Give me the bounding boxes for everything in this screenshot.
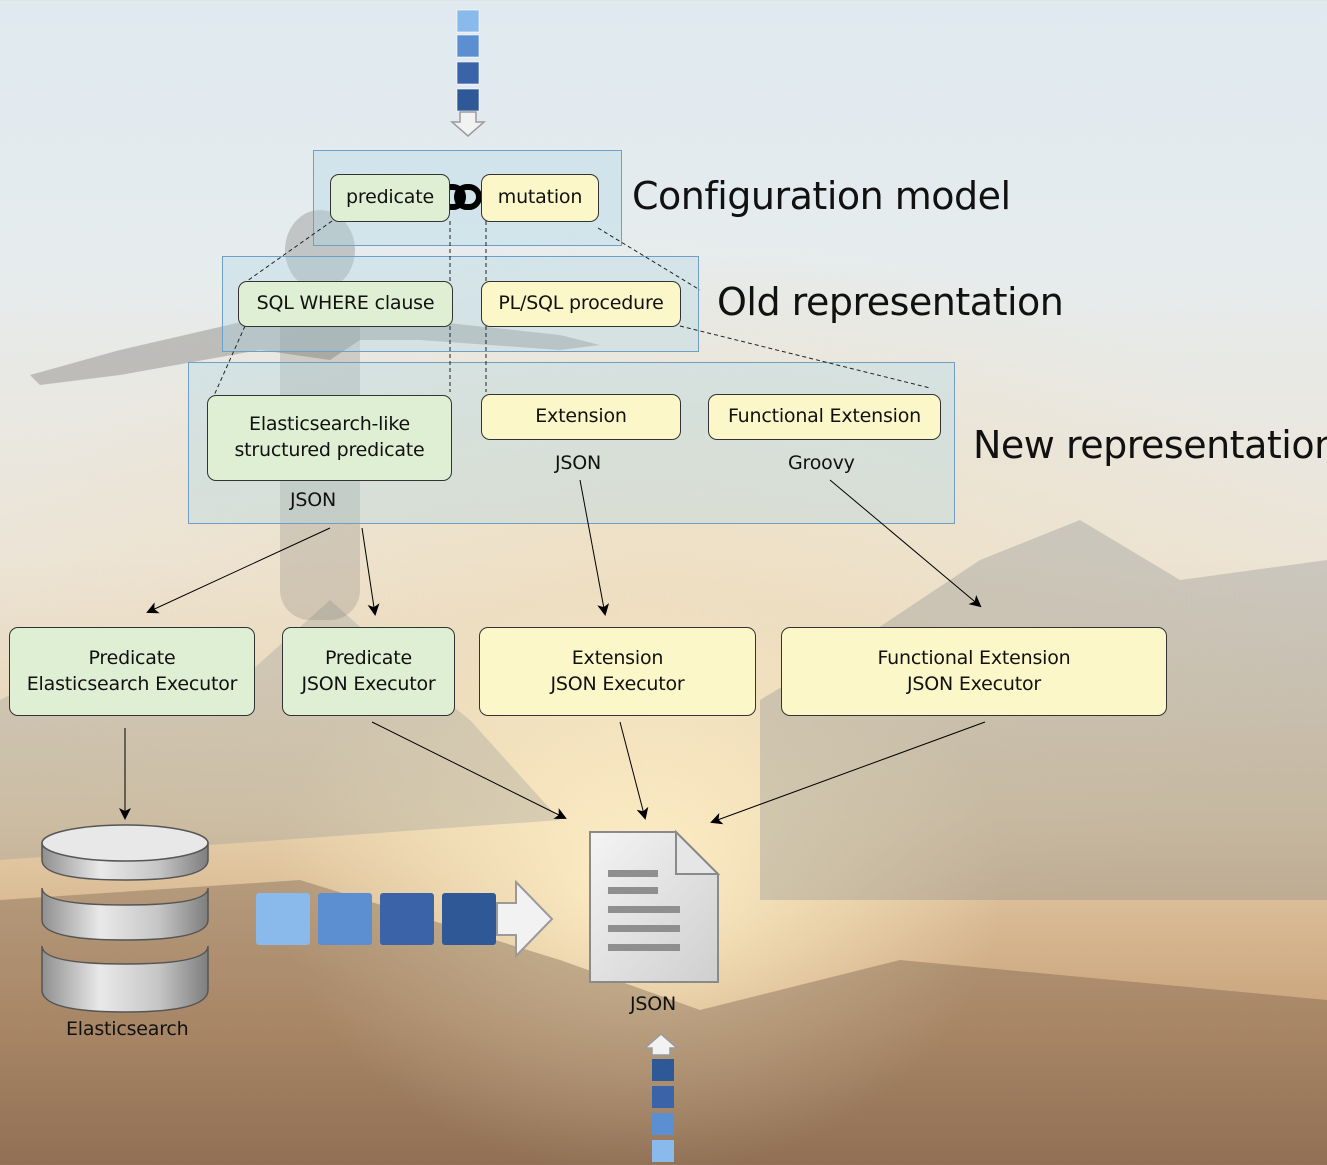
es-like-predicate-node[interactable]: Elasticsearch-like structured predicate xyxy=(207,395,452,481)
predicate-es-executor-node[interactable]: Predicate Elasticsearch Executor xyxy=(9,627,255,716)
functional-json-executor-line2: JSON Executor xyxy=(907,672,1041,695)
extension-format-label: JSON xyxy=(555,452,602,474)
mutation-label: mutation xyxy=(497,186,583,209)
predicate-json-executor-line2: JSON Executor xyxy=(301,672,436,695)
sql-where-node[interactable]: SQL WHERE clause xyxy=(238,281,453,327)
sql-where-label: SQL WHERE clause xyxy=(256,292,435,315)
dash-predicate-to-sql xyxy=(239,220,333,287)
horizontal-data-stream-icon xyxy=(256,879,554,959)
functional-json-executor-line1: Functional Extension xyxy=(877,646,1071,669)
json-document-icon xyxy=(589,829,721,983)
functional-json-executor-node[interactable]: Functional Extension JSON Executor xyxy=(781,627,1167,716)
top-data-stream-icon xyxy=(450,9,486,137)
predicate-json-executor-node[interactable]: Predicate JSON Executor xyxy=(282,627,455,716)
extension-json-executor-node[interactable]: Extension JSON Executor xyxy=(479,627,756,716)
json-document-label: JSON xyxy=(630,993,677,1015)
new-representation-title: New representation xyxy=(973,423,1327,467)
mutation-node[interactable]: mutation xyxy=(481,174,599,222)
predicate-node[interactable]: predicate xyxy=(330,174,450,222)
arrow-json-to-es-executor xyxy=(146,527,331,614)
predicate-es-executor-line2: Elasticsearch Executor xyxy=(26,672,238,695)
dash-sql-to-elastic xyxy=(211,325,246,401)
configuration-model-title: Configuration model xyxy=(632,174,1011,218)
extension-json-executor-line1: Extension xyxy=(571,646,664,669)
functional-extension-label: Functional Extension xyxy=(727,405,922,428)
bottom-data-stream-icon xyxy=(643,1033,679,1162)
extension-json-executor-line2: JSON Executor xyxy=(550,672,685,695)
arrow-predicate-json-to-doc xyxy=(371,721,567,819)
es-like-line1: Elasticsearch-like xyxy=(249,413,410,436)
predicate-label: predicate xyxy=(346,186,434,209)
extension-node[interactable]: Extension xyxy=(481,394,681,440)
dash-plsql-to-functional xyxy=(679,325,931,389)
functional-extension-node[interactable]: Functional Extension xyxy=(708,394,941,440)
arrow-functional-json-to-doc xyxy=(710,721,986,825)
functional-extension-format-label: Groovy xyxy=(788,452,855,474)
es-like-format-label: JSON xyxy=(290,489,337,511)
dash-mutation-to-functional xyxy=(597,227,701,291)
es-like-line2: structured predicate xyxy=(234,439,425,461)
extension-label: Extension xyxy=(535,405,627,428)
predicate-es-executor-line1: Predicate xyxy=(88,646,176,669)
plsql-label: PL/SQL procedure xyxy=(498,292,664,315)
database-icon xyxy=(41,824,209,1013)
predicate-json-executor-line1: Predicate xyxy=(325,646,412,669)
plsql-node[interactable]: PL/SQL procedure xyxy=(481,281,681,327)
arrow-groovy-to-functional-executor xyxy=(829,479,982,608)
arrow-json-to-json-executor xyxy=(361,527,380,616)
elasticsearch-label: Elasticsearch xyxy=(66,1018,189,1040)
old-representation-title: Old representation xyxy=(717,280,1064,324)
arrow-extension-json-to-doc xyxy=(619,721,649,820)
arrow-extension-to-executor xyxy=(579,479,610,616)
